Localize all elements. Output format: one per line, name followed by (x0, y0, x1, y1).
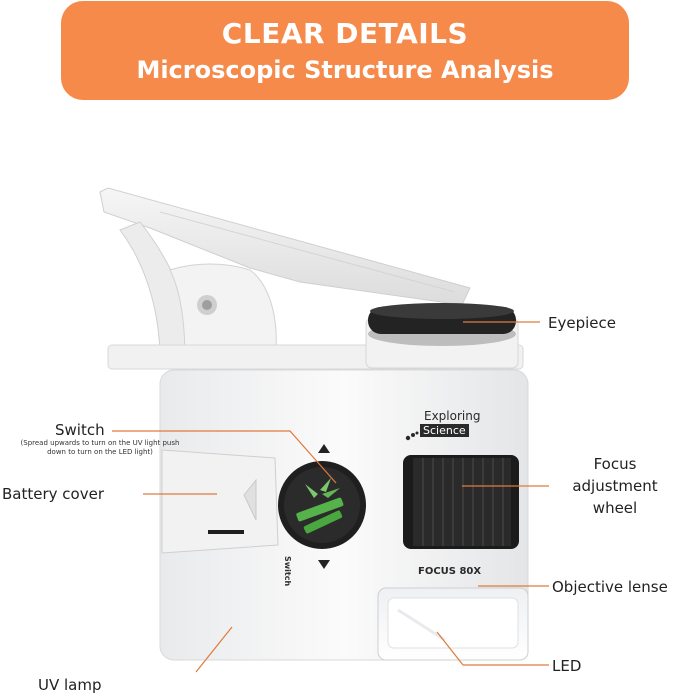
label-focus-line3: wheel (592, 499, 638, 517)
label-uv-lamp: UV lamp (38, 676, 102, 694)
microscope-body (159, 369, 529, 661)
arrow-down-icon (318, 560, 330, 569)
label-focus-wheel: Focus adjustment wheel (560, 453, 670, 519)
label-focus-line1: Focus (593, 455, 637, 473)
leader-lines (112, 321, 549, 673)
focus-magnification-text: FOCUS 80X (418, 566, 482, 577)
label-battery-cover: Battery cover (2, 485, 104, 503)
focus-wheel (403, 455, 519, 549)
header-banner: CLEAR DETAILS Microscopic Structure Anal… (61, 1, 629, 100)
arrow-up-icon (318, 444, 330, 453)
label-switch: Switch (55, 421, 105, 439)
brand-dots-icon (405, 426, 419, 441)
label-objective-lense: Objective lense (552, 578, 668, 596)
label-switch-note: (Spread upwards to turn on the UV light … (20, 439, 180, 456)
brand-science-text: Science (420, 424, 469, 437)
eyepiece (365, 303, 519, 369)
banner-title: CLEAR DETAILS (221, 17, 469, 50)
banner-subtitle: Microscopic Structure Analysis (136, 56, 554, 84)
label-focus-line2: adjustment (572, 477, 658, 495)
leaf-logo-icon (296, 478, 344, 534)
label-led: LED (552, 657, 582, 675)
switch-side-text: Switch (283, 556, 292, 587)
label-eyepiece: Eyepiece (548, 314, 616, 332)
brand-exploring-text: Exploring (424, 409, 481, 423)
